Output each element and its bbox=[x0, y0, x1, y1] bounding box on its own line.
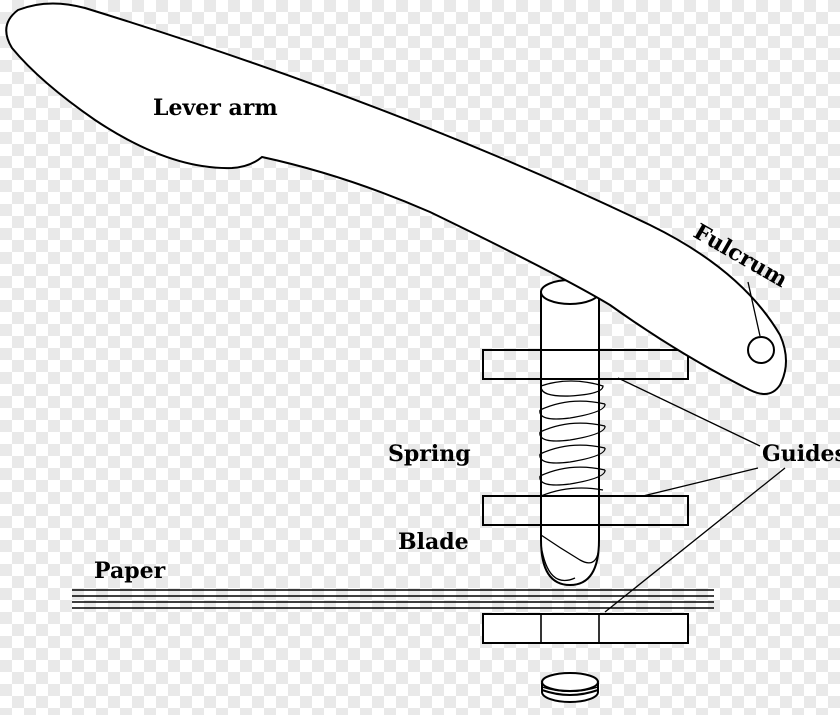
paper-label: Paper bbox=[94, 558, 166, 584]
blade-label: Blade bbox=[398, 529, 469, 555]
blade-rod bbox=[540, 279, 600, 587]
middle-guide bbox=[482, 495, 689, 526]
fulcrum-pivot-icon bbox=[747, 336, 775, 364]
spring-coils bbox=[539, 380, 606, 497]
lever-arm-label: Lever arm bbox=[153, 95, 278, 121]
lever-arm bbox=[5, 2, 787, 395]
leader-lines bbox=[604, 281, 786, 613]
lower-die bbox=[482, 613, 689, 644]
spring-label: Spring bbox=[388, 441, 471, 467]
paper-sheets bbox=[72, 589, 714, 609]
guides-label: Guides bbox=[762, 441, 840, 467]
chad-discs bbox=[541, 672, 599, 703]
upper-guide bbox=[482, 349, 689, 380]
